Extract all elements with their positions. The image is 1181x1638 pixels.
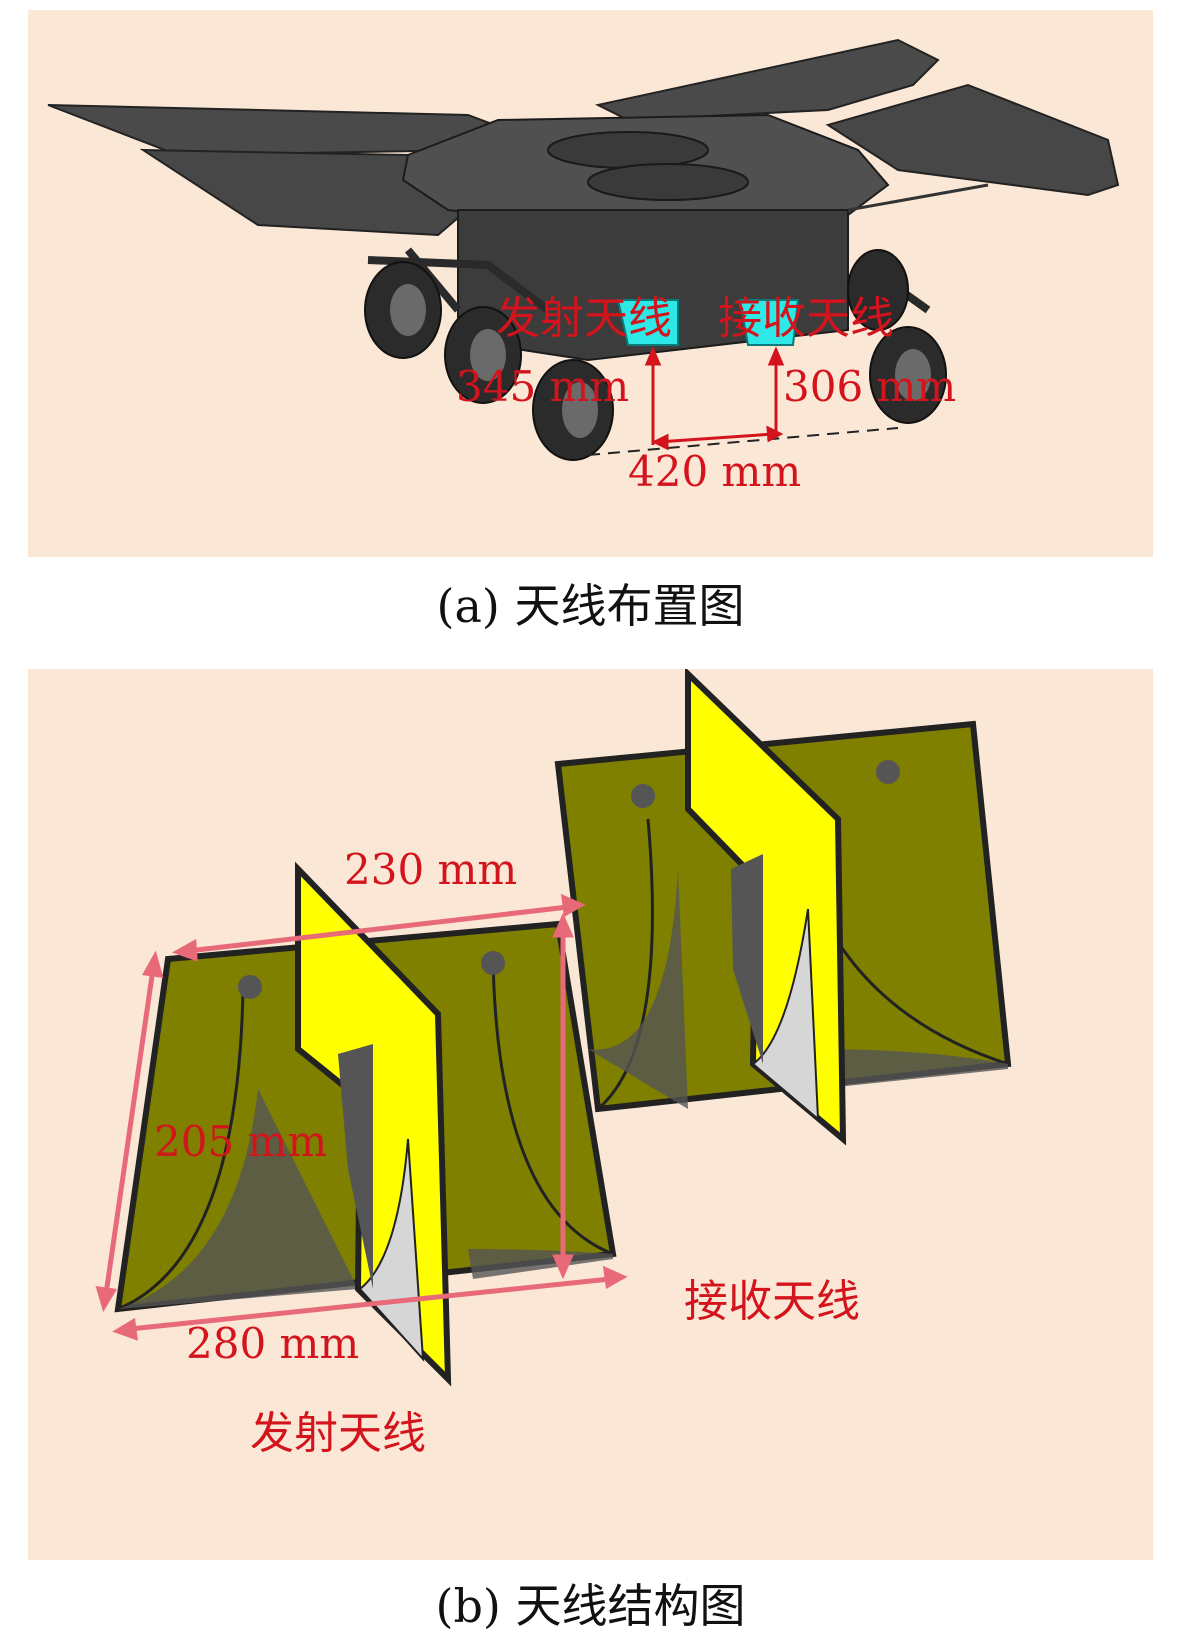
label-tx-antenna-b: 发射天线 (250, 1408, 426, 1459)
label-width: 280 mm (186, 1319, 360, 1368)
rx-antenna-model (554, 669, 1012, 1146)
label-tx-height: 345 mm (456, 362, 630, 411)
label-rx-antenna-b: 接收天线 (684, 1276, 860, 1327)
antenna-structure-illustration (95, 669, 1012, 1387)
tx-antenna-block (616, 299, 679, 346)
label-rx-height: 306 mm (783, 362, 957, 411)
rover-illustration (47, 38, 1120, 461)
label-depth: 230 mm (344, 845, 518, 894)
label-rx-antenna-a: 接收天线 (718, 293, 894, 344)
label-height: 205 mm (154, 1117, 328, 1166)
panel-antenna-structure: 230 mm 205 mm 280 mm 接收天线 发射天线 (28, 669, 1153, 1560)
rx-antenna-block (738, 299, 800, 346)
caption-a: (a) 天线布置图 (436, 579, 745, 633)
panel-antenna-layout: 发射天线 接收天线 345 mm 306 mm 420 mm (28, 10, 1153, 557)
label-tx-antenna-a: 发射天线 (496, 293, 672, 344)
caption-b: (b) 天线结构图 (435, 1579, 746, 1633)
tx-antenna-model (114, 861, 617, 1387)
label-separation: 420 mm (628, 447, 802, 496)
